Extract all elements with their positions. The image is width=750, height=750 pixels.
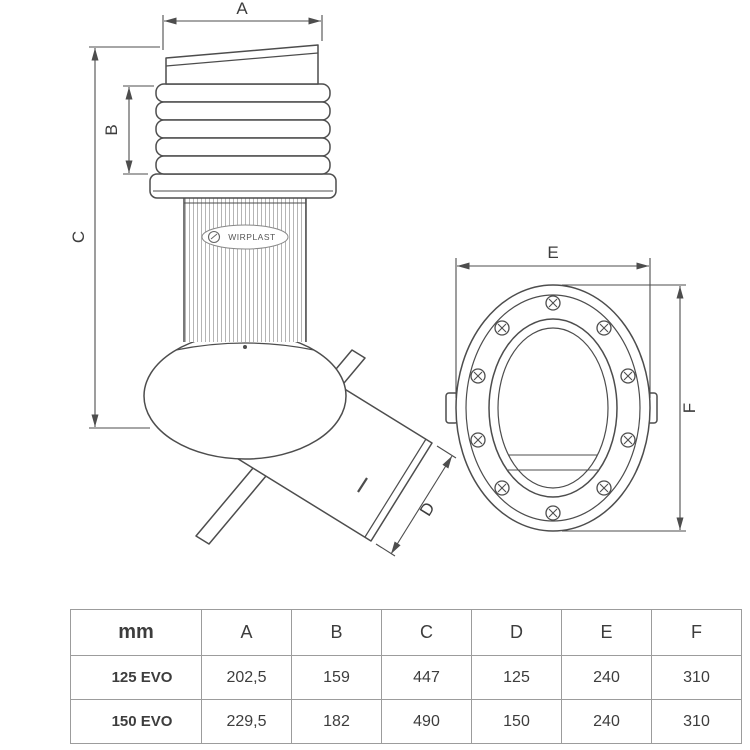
extension-line [436,445,457,459]
outlet-vent-slot [357,477,368,493]
side-view: WIRPLAST [143,44,433,545]
cell-value: 150 [471,699,562,744]
screw-icon [545,295,561,311]
top-cap [165,44,319,85]
ball-seam [175,342,315,351]
dimension-line [390,455,453,555]
table-unit-header: mm [70,609,202,656]
dim-label-e: E [547,243,558,262]
dimensions-table: mm A B C D E F 125 EVO 202,5 159 447 125… [70,609,742,744]
dim-b: B [102,85,154,175]
seam-dot [243,345,247,349]
dim-label-d: D [416,499,439,519]
collar-flange [149,173,337,199]
brand-logo: WIRPLAST [201,224,289,250]
table-col-d: D [471,609,562,656]
screw-icon [620,368,636,384]
extension-line [375,543,396,557]
dimensions-side: A B C D [69,0,457,557]
pipe-body: WIRPLAST [175,195,315,351]
logo-mark-icon [207,230,221,244]
screw-icon [494,320,510,336]
cell-value: 310 [651,699,742,744]
cell-value: 182 [291,699,382,744]
table-col-c: C [381,609,472,656]
base-oval-view [445,284,658,532]
cell-value: 159 [291,655,382,700]
cell-value: 240 [561,699,652,744]
dim-label-a: A [236,0,248,18]
screw-icon [470,368,486,384]
row-name: 150 EVO [70,699,202,744]
dim-e: E [455,243,651,398]
table-section: mm A B C D E F 125 EVO 202,5 159 447 125… [0,583,750,744]
table-row: 125 EVO 202,5 159 447 125 240 310 [70,655,742,700]
screw-icon [596,480,612,496]
screw-icon [470,432,486,448]
ball-joint [143,332,347,460]
cell-value: 125 [471,655,562,700]
cell-value: 229,5 [201,699,292,744]
flange-inner-edge [465,294,641,522]
cell-value: 490 [381,699,472,744]
screw-icon [494,480,510,496]
dim-c: C [69,46,160,429]
table-col-a: A [201,609,292,656]
flange-outer-edge [455,284,651,532]
opening-inner-edge [497,327,609,489]
cell-value: 447 [381,655,472,700]
dim-label-b: B [102,124,121,135]
table-col-e: E [561,609,652,656]
table-col-f: F [651,609,742,656]
dim-a: A [162,0,323,50]
cell-value: 202,5 [201,655,292,700]
bellows-section [155,83,331,175]
dim-label-f: F [680,403,699,413]
table-col-b: B [291,609,382,656]
dim-label-c: C [69,231,88,243]
table-header-row: mm A B C D E F [70,609,742,656]
dimensions-oval: E F [455,243,699,532]
table-row: 150 EVO 229,5 182 490 150 240 310 [70,699,742,744]
cell-value: 310 [651,655,742,700]
cell-value: 240 [561,655,652,700]
screw-icon [620,432,636,448]
screw-icon [596,320,612,336]
opening-outer-edge [488,318,618,498]
vent-technical-drawing: WIRPLAST [69,0,699,557]
row-name: 125 EVO [70,655,202,700]
logo-text: WIRPLAST [228,232,275,242]
screw-icon [545,505,561,521]
dim-f: F [562,284,699,532]
